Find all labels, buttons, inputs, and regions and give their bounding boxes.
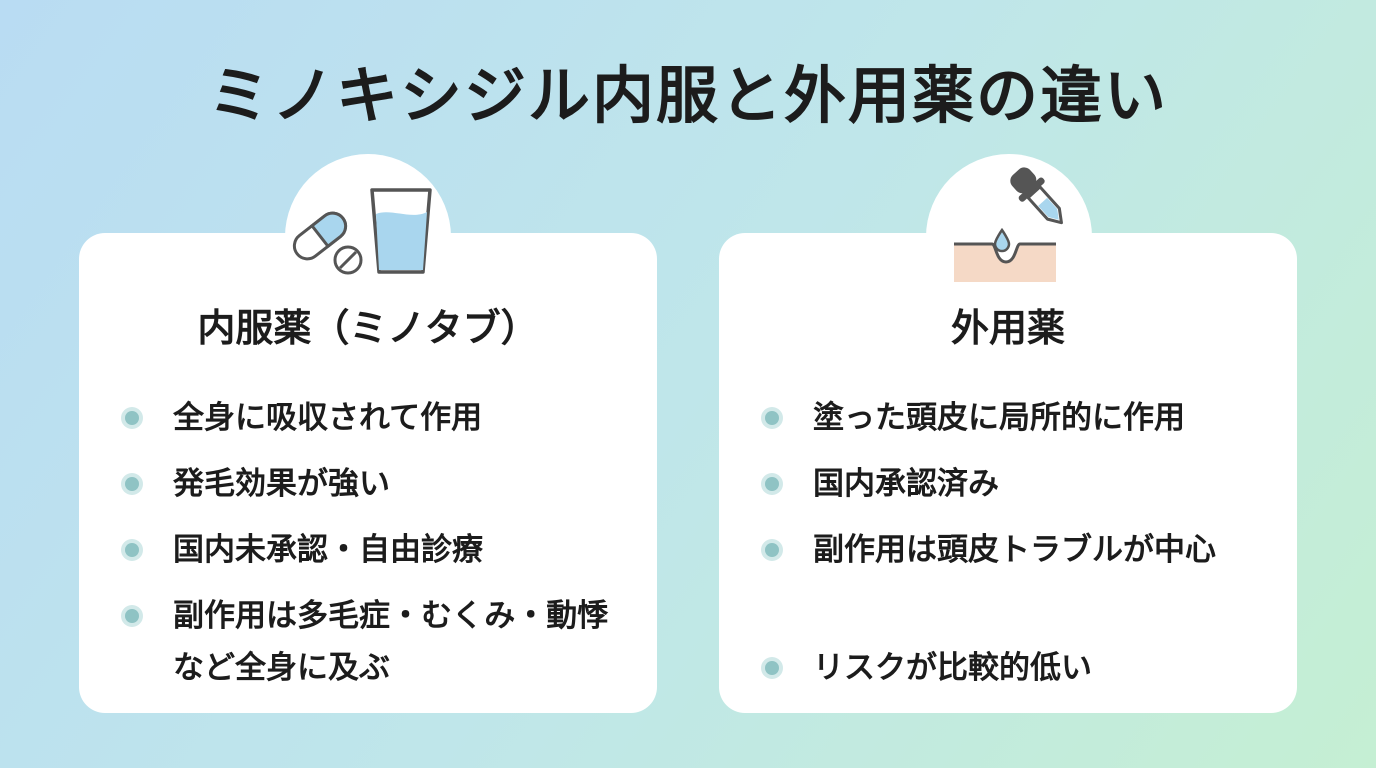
bullet-icon (125, 543, 139, 557)
list-item-text: リスクが比較的低い (813, 650, 1092, 686)
list-item-text: 塗った頭皮に局所的に作用 (813, 400, 1185, 436)
list-item-text: 発毛効果が強い (173, 466, 390, 502)
topical-medication-card: 外用薬 塗った頭皮に局所的に作用 国内承認済み 副作用は頭皮トラブルが中心 リス… (719, 233, 1297, 713)
dropper-scalp-icon (954, 167, 1063, 282)
bullet-icon (765, 477, 779, 491)
list-item-text: 全身に吸収されて作用 (173, 400, 483, 436)
bullet-icon (765, 543, 779, 557)
bullet-icon (125, 411, 139, 425)
list-item-text: 国内未承認・自由診療 (173, 532, 483, 568)
pill-and-water-glass-icon (292, 188, 432, 275)
list-item-text: 副作用は多毛症・むくみ・動悸など全身に及ぶ (173, 598, 609, 686)
page-title: ミノキシジル内服と外用薬の違い (207, 59, 1168, 132)
bullet-icon (765, 411, 779, 425)
bullet-icon (765, 661, 779, 675)
list-item-text: 国内承認済み (813, 466, 999, 502)
list-item-text: 副作用は頭皮トラブルが中心 (813, 532, 1216, 568)
oral-medication-card: 内服薬（ミノタブ） 全身に吸収されて作用 発毛効果が強い 国内未承認・自由診療 … (79, 233, 657, 713)
bullet-icon (125, 477, 139, 491)
oral-card-title: 内服薬（ミノタブ） (197, 306, 539, 350)
topical-card-title: 外用薬 (950, 306, 1065, 350)
bullet-icon (125, 609, 139, 623)
